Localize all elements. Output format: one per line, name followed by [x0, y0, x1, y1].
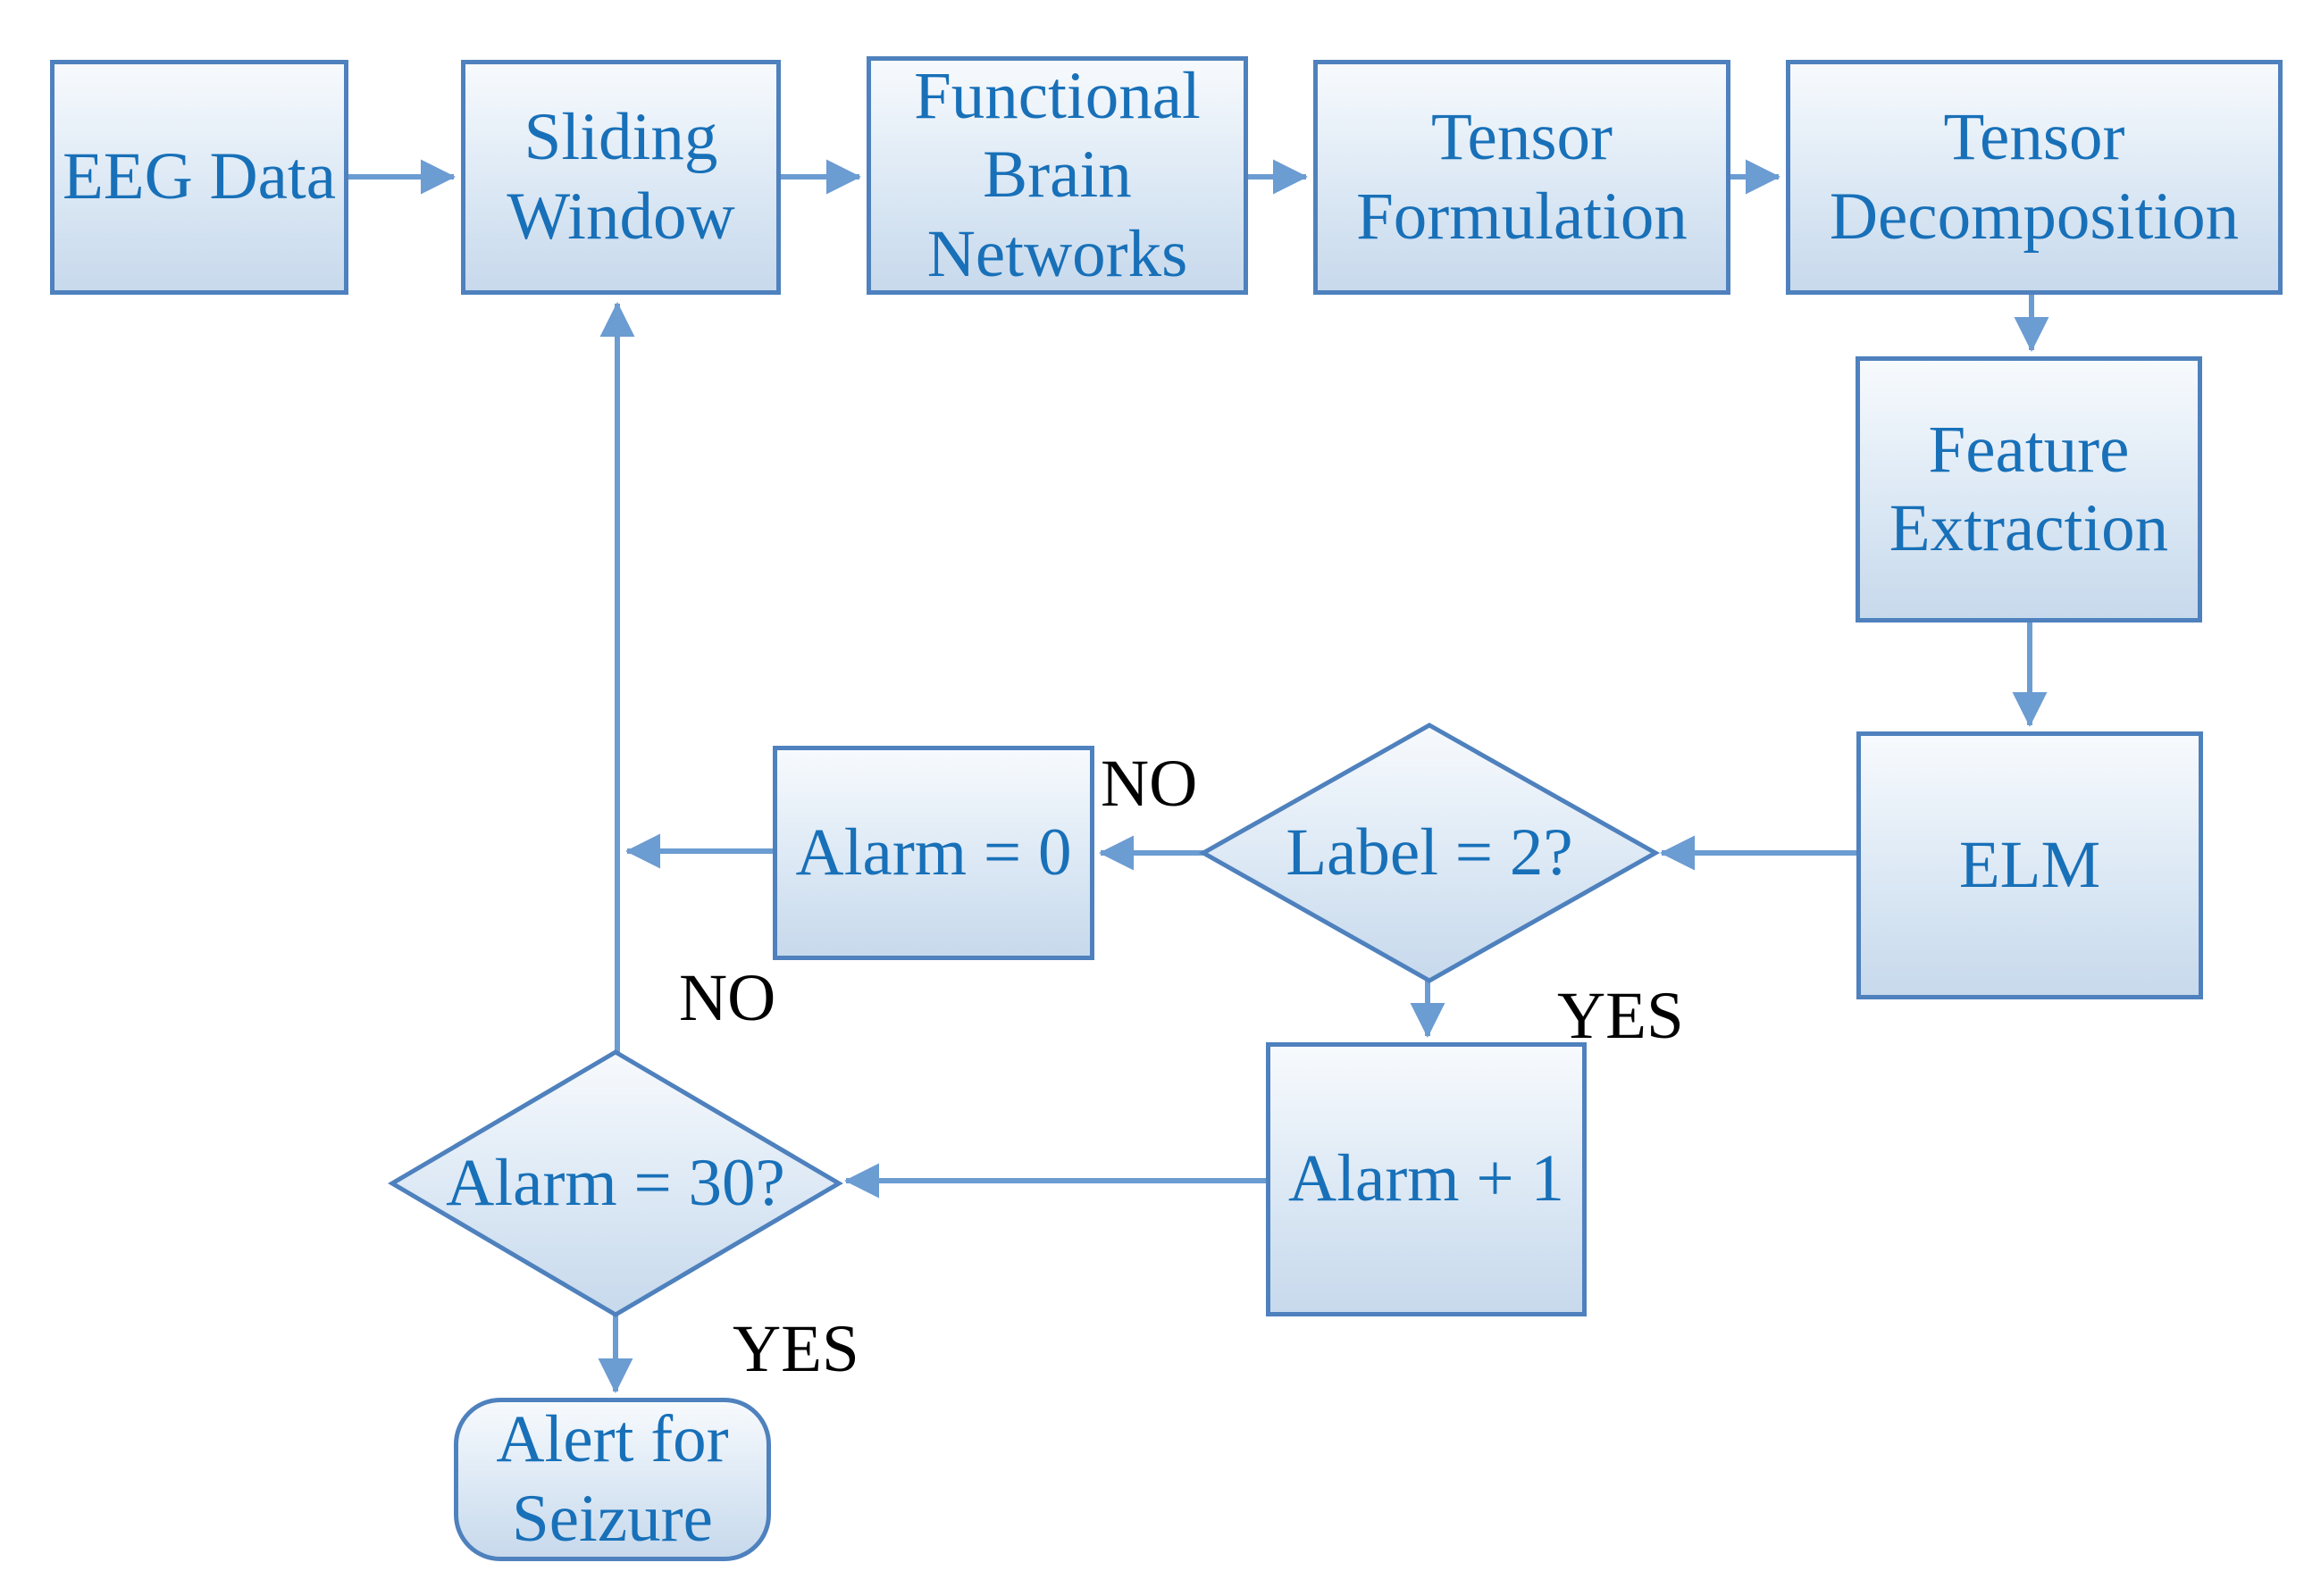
- node-eeg-data: EEG Data: [50, 60, 348, 295]
- branch-label-yes-alarm-check: YES: [733, 1312, 859, 1386]
- node-functional-brain-networks: Functional Brain Networks: [867, 56, 1248, 295]
- node-tensor-decomposition: Tensor Decomposition: [1786, 60, 2283, 295]
- branch-label-no-label-check: NO: [1101, 747, 1198, 821]
- decision-alarm-check-shape: [388, 1049, 843, 1317]
- node-elm: ELM: [1856, 731, 2203, 999]
- node-feature-extraction: Feature Extraction: [1856, 356, 2202, 623]
- node-sliding-window: Sliding Window: [461, 60, 781, 295]
- node-alarm-increment: Alarm + 1: [1266, 1042, 1587, 1316]
- branch-label-yes-label-check: YES: [1557, 979, 1684, 1053]
- decision-label-check-text: Label = 2?: [1286, 815, 1573, 890]
- decision-alarm-check-text: Alarm = 30?: [446, 1146, 785, 1220]
- branch-label-no-alarm-check: NO: [679, 961, 776, 1035]
- node-alert-for-seizure: Alert for Seizure: [454, 1398, 771, 1561]
- node-tensor-formulation: Tensor Formulation: [1313, 60, 1730, 295]
- decision-label-check-shape: [1198, 723, 1661, 983]
- node-alarm-reset: Alarm = 0: [773, 746, 1094, 960]
